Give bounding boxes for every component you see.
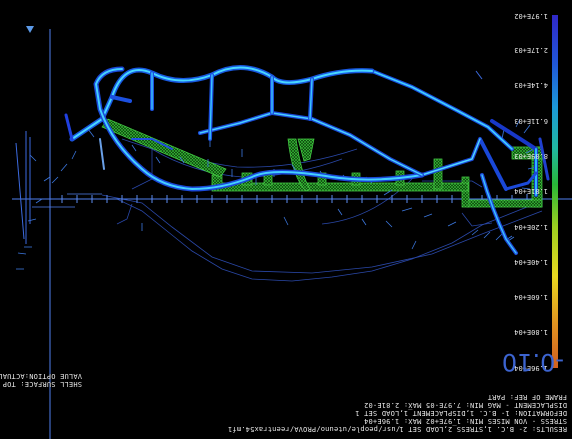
legend-label-2: 1.60E+04 (514, 293, 548, 301)
axes (12, 29, 572, 439)
deformation-text: DEFORMATION: 1- B.C. 1,DISPLACEMENT_1,LO… (355, 409, 567, 417)
legend-label-9: 2.17E+03 (514, 46, 548, 54)
max-marker-icon (26, 26, 34, 33)
file-path-text: /usr/people/uteuno/PROVA/reentrax54.mf1 (227, 425, 400, 433)
legend-label-4: 1.20E+04 (514, 223, 548, 231)
green-mesh-frame (101, 118, 543, 208)
wireframe (101, 138, 543, 282)
legend-label-1: 1.80E+04 (514, 328, 548, 336)
displacement-text: DISPLACEMENT - MAG MIN: 7.97E-05 MAX: 2.… (363, 401, 567, 409)
legend-label-3: 1.40E+04 (514, 258, 548, 266)
stress-text: STRESS - VON MISES MIN: 1.97E+02 MAX: 1.… (363, 417, 567, 425)
deformed-beams (64, 64, 550, 255)
legend-label-5: 1.01E+04 (514, 187, 548, 195)
legend-label-8: 4.14E+03 (514, 81, 548, 89)
right-fixtures (15, 70, 483, 244)
value-option-text: VALUE OPTION:ACTUAL (0, 372, 82, 380)
view-id-label: -0.10 (501, 348, 564, 376)
legend-label-7: 6.11E+03 (514, 117, 548, 125)
shell-surface-text: SHELL SURFACE: TOP (2, 380, 82, 388)
legend-label-6: 8.09E+03 (514, 152, 548, 160)
frame-of-ref-text: FRAME OF REF: PART (487, 393, 567, 401)
legend-label-10: 1.97E+02 (514, 12, 548, 20)
stress-color-scale (552, 15, 558, 368)
results-text: RESULTS: 2- B.C. 1,STRESS_2,LOAD SET 1 (399, 425, 567, 433)
